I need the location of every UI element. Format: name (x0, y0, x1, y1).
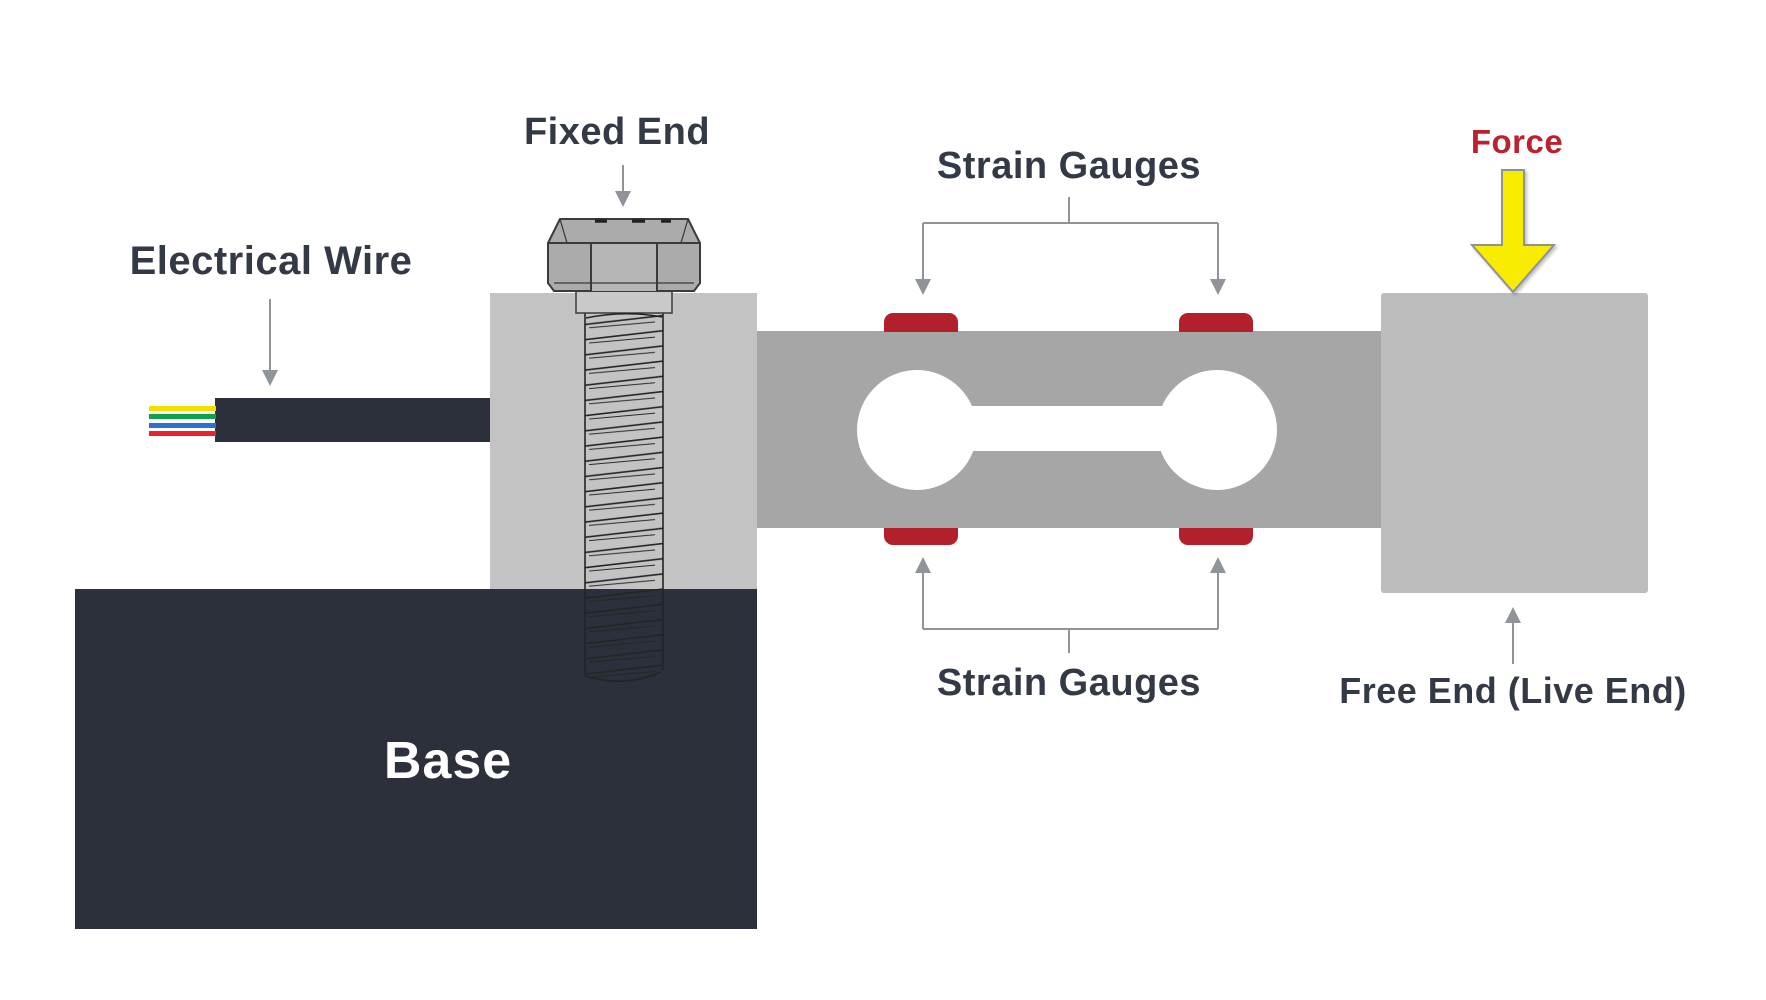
label-strain-gauges-top: Strain Gauges (936, 145, 1202, 187)
wire-strand-red (149, 431, 216, 436)
strain-gauges-top-bracket (915, 197, 1226, 295)
flexure-slot (917, 406, 1217, 451)
label-fixed-end: Fixed End (523, 111, 711, 153)
label-electrical-wire: Electrical Wire (129, 239, 413, 283)
load-cell-beam (757, 331, 1381, 528)
wire-strand-yellow (149, 406, 216, 411)
wire-strand-green (149, 414, 216, 419)
fixed-end-block (490, 293, 757, 589)
label-base: Base (383, 732, 513, 790)
free-end-leader (1505, 607, 1521, 664)
strain-gauge-bottom-left (884, 528, 958, 545)
wire-strand-blue (149, 423, 216, 428)
bolt-hex-head (547, 218, 701, 292)
label-force: Force (1470, 123, 1564, 160)
strain-gauges-bottom-bracket (915, 557, 1226, 653)
label-free-end: Free End (Live End) (1339, 670, 1687, 711)
free-end-block (1381, 293, 1648, 593)
strain-gauge-top-right (1179, 313, 1253, 332)
label-strain-gauges-bottom: Strain Gauges (936, 662, 1202, 704)
electrical-wire-leader (262, 299, 278, 386)
fixed-end-leader (615, 165, 631, 207)
wire-cable (215, 398, 490, 442)
force-arrow-icon (1469, 169, 1557, 294)
strain-gauge-bottom-right (1179, 528, 1253, 545)
strain-gauge-top-left (884, 313, 958, 332)
